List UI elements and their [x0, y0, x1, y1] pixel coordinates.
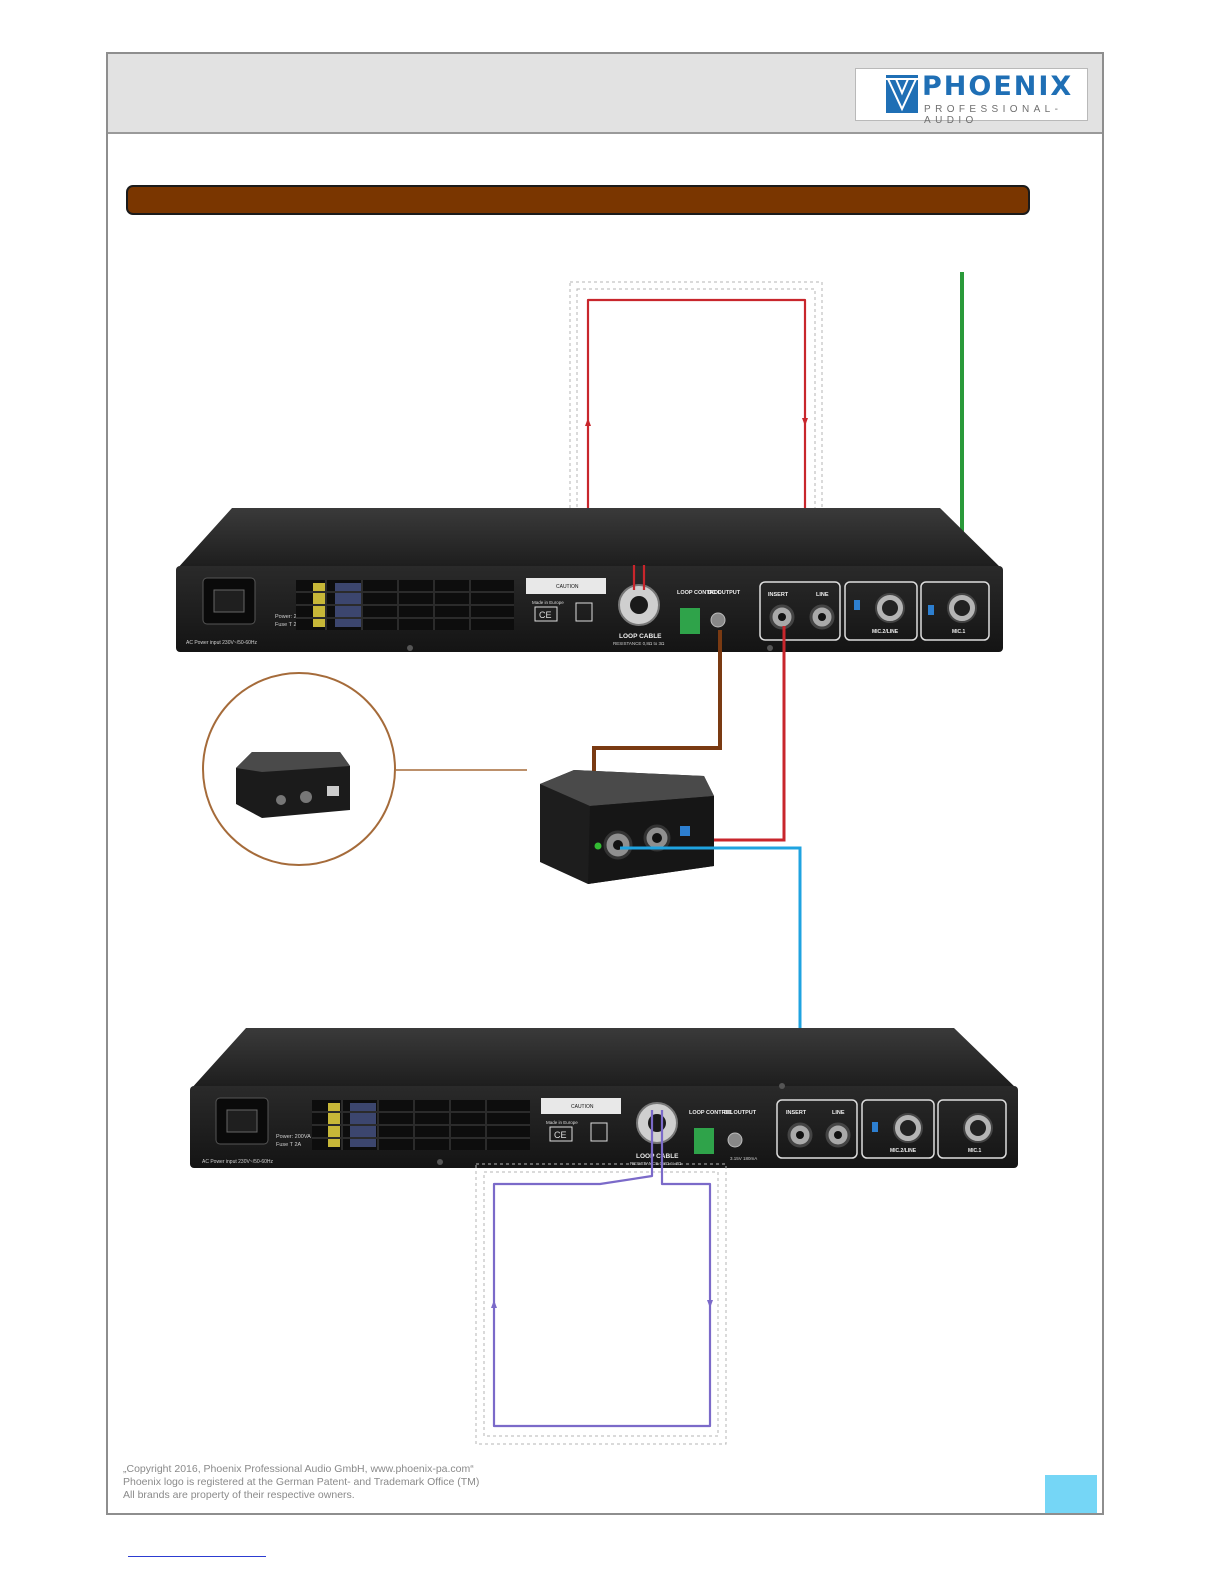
svg-text:Power: 200VA: Power: 200VA — [276, 1134, 311, 1140]
ac-label: AC Power input 230V~/50-60Hz — [186, 640, 258, 646]
weee-icon — [590, 1122, 608, 1142]
insert-label: INSERT — [768, 592, 789, 598]
svg-text:CE: CE — [554, 1130, 567, 1140]
loop-control-label: LOOP CONTROL — [677, 590, 722, 596]
bottom-loop-area — [475, 1110, 727, 1445]
ce-mark-icon — [534, 606, 558, 622]
insert-interface-box — [540, 770, 714, 884]
svg-text:INSERT: INSERT — [786, 1110, 807, 1116]
led-indicator — [594, 842, 602, 850]
loop-arrow-down-icon — [802, 418, 808, 426]
footer-line-3: All brands are property of their respect… — [123, 1489, 355, 1501]
phoenix-logo: PHOENIX PROFESSIONAL-AUDIO — [855, 68, 1088, 126]
insert-send-cable — [706, 626, 786, 842]
svg-text:3.15V 180mA: 3.15V 180mA — [730, 1156, 757, 1161]
weee-icon — [575, 602, 593, 622]
phoenix-logo-mark-icon — [886, 75, 918, 113]
footer-line-1: „Copyright 2016, Phoenix Professional Au… — [123, 1463, 474, 1475]
svg-text:Made in Europe: Made in Europe — [546, 1120, 578, 1125]
mic2-label: MIC.2/LINE — [872, 629, 899, 635]
dc-cable — [592, 630, 722, 776]
loop-cable-label: LOOP CABLE — [619, 633, 662, 640]
footer-line-2: Phoenix logo is registered at the German… — [123, 1476, 480, 1488]
loop-arrow-down-icon — [707, 1300, 713, 1308]
detail-magnifier — [202, 672, 527, 866]
svg-text:CE: CE — [539, 610, 552, 620]
loop-control-terminal — [680, 608, 700, 634]
fuse-label: Fuse T 2A — [275, 622, 301, 628]
caution-label — [526, 578, 606, 594]
section-title-bar — [126, 185, 1030, 215]
loop-arrow-up-icon — [585, 418, 591, 426]
svg-text:DC OUTPUT: DC OUTPUT — [724, 1110, 757, 1116]
svg-text:AC Power input 230V~/50-60Hz: AC Power input 230V~/50-60Hz — [202, 1159, 274, 1165]
svg-text:LOOP CONTROL: LOOP CONTROL — [689, 1110, 734, 1116]
svg-text:LOOP CABLE: LOOP CABLE — [636, 1153, 679, 1160]
logo-subtitle: PROFESSIONAL-AUDIO — [924, 104, 1063, 126]
footer-copyright: „Copyright 2016, Phoenix Professional Au… — [123, 1463, 479, 1502]
page-number-badge — [1045, 1475, 1097, 1513]
bottom-link-underline[interactable] — [128, 1556, 266, 1557]
dc-output-label: DC OUTPUT — [708, 590, 741, 596]
svg-text:MIC.2/LINE: MIC.2/LINE — [890, 1148, 917, 1154]
svg-text:Fuse T 2A: Fuse T 2A — [276, 1142, 302, 1148]
svg-text:Made in Europe: Made in Europe — [532, 600, 564, 605]
top-amplifier-rear: Power: 200VA Fuse T 2A AC Power input 23… — [176, 508, 1003, 652]
line-label: LINE — [816, 592, 829, 598]
power-label: Power: 200VA — [275, 614, 310, 620]
loop-arrow-up-icon — [491, 1300, 497, 1308]
dc-output-socket — [727, 1132, 743, 1148]
svg-text:LINE: LINE — [832, 1110, 845, 1116]
ce-mark-icon — [549, 1126, 573, 1142]
svg-text:MIC.1: MIC.1 — [968, 1148, 982, 1154]
mic1-label: MIC.1 — [952, 629, 966, 635]
dc-output-socket — [710, 612, 726, 628]
bottom-loop-cable — [492, 1110, 712, 1428]
svg-text:CAUTION: CAUTION — [556, 584, 579, 590]
svg-text:CAUTION: CAUTION — [571, 1104, 594, 1110]
loop-control-terminal — [694, 1128, 714, 1154]
logo-wordmark: PHOENIX — [922, 71, 1074, 102]
svg-text:RESISTANCE 0,8Ω to 3Ω: RESISTANCE 0,8Ω to 3Ω — [613, 641, 665, 646]
bottom-amplifier-rear: Power: 200VA Fuse T 2A AC Power input 23… — [190, 1028, 1018, 1168]
